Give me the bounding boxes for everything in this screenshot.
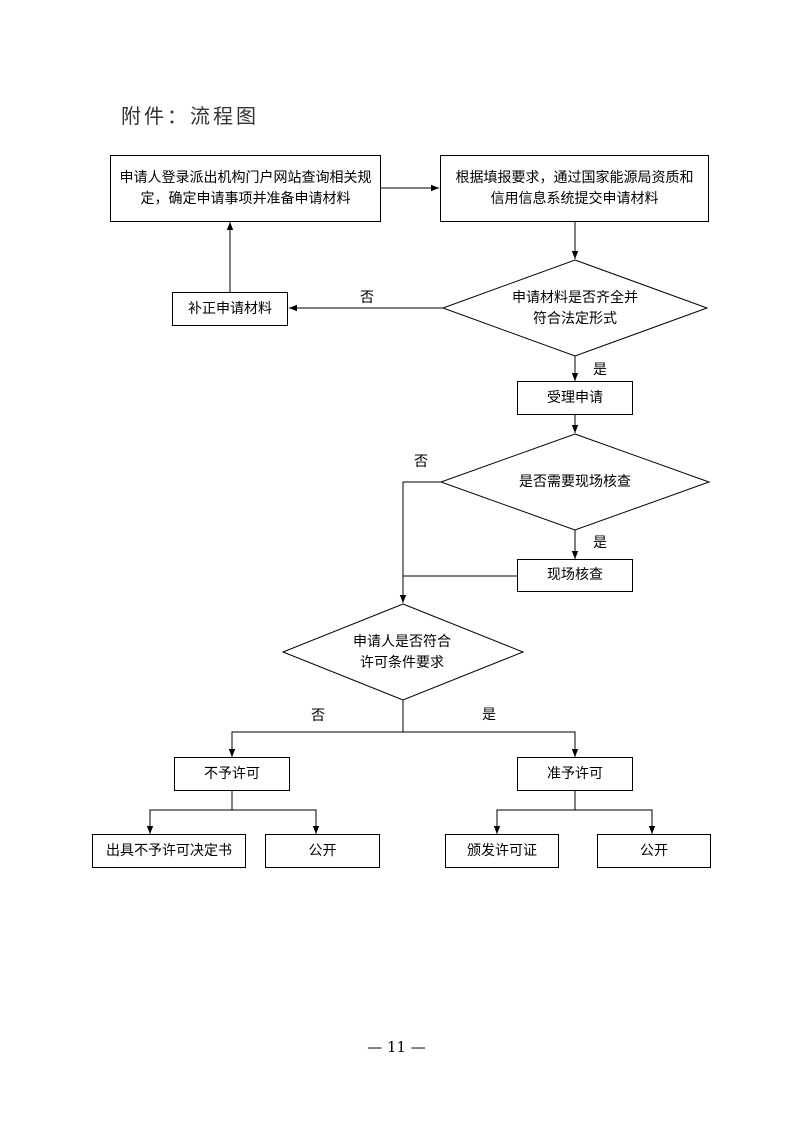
decision-materials-complete-text: 申请材料是否齐全并符合法定形式 bbox=[512, 290, 638, 327]
decision-need-inspection-text: 是否需要现场核查 bbox=[519, 473, 631, 490]
decision-need-inspection: 是否需要现场核查 bbox=[495, 470, 655, 494]
node-accept-application-text: 受理申请 bbox=[547, 389, 603, 406]
page-heading: 附件：流程图 bbox=[121, 104, 259, 128]
node-accept-application: 受理申请 bbox=[517, 381, 633, 415]
node-approve-permit: 准予许可 bbox=[517, 757, 633, 791]
decision-meets-conditions: 申请人是否符合许可条件要求 bbox=[349, 631, 455, 675]
node-deny-decision: 出具不予许可决定书 bbox=[92, 834, 246, 868]
label-yes-materials: 是 bbox=[593, 362, 607, 378]
node-approve-permit-text: 准予许可 bbox=[547, 765, 603, 782]
node-submit-application-text: 根据填报要求，通过国家能源局资质和信用信息系统提交申请材料 bbox=[455, 169, 694, 207]
node-deny-permit: 不予许可 bbox=[174, 757, 290, 791]
node-publish-left-text: 公开 bbox=[308, 842, 337, 859]
node-deny-permit-text: 不予许可 bbox=[204, 765, 260, 782]
node-supplement-materials-text: 补正申请材料 bbox=[188, 300, 272, 317]
decision-materials-complete: 申请材料是否齐全并符合法定形式 bbox=[511, 287, 639, 331]
node-issue-license: 颁发许可证 bbox=[445, 834, 559, 868]
node-issue-license-text: 颁发许可证 bbox=[467, 842, 537, 859]
node-deny-decision-text: 出具不予许可决定书 bbox=[106, 842, 232, 859]
decision-meets-conditions-text: 申请人是否符合许可条件要求 bbox=[353, 634, 451, 671]
node-supplement-materials: 补正申请材料 bbox=[172, 292, 288, 326]
node-publish-right: 公开 bbox=[597, 834, 711, 868]
node-publish-left: 公开 bbox=[265, 834, 380, 868]
label-yes-conditions: 是 bbox=[482, 707, 496, 723]
label-no-inspection: 否 bbox=[414, 454, 428, 470]
node-login-query: 申请人登录派出机构门户网站查询相关规定，确定申请事项并准备申请材料 bbox=[110, 155, 381, 222]
node-submit-application: 根据填报要求，通过国家能源局资质和信用信息系统提交申请材料 bbox=[440, 155, 709, 222]
node-publish-right-text: 公开 bbox=[640, 842, 668, 859]
node-login-query-text: 申请人登录派出机构门户网站查询相关规定，确定申请事项并准备申请材料 bbox=[119, 169, 372, 207]
node-onsite-inspection-text: 现场核查 bbox=[547, 567, 603, 583]
node-onsite-inspection: 现场核查 bbox=[517, 559, 633, 592]
label-no-conditions: 否 bbox=[311, 708, 325, 724]
label-yes-inspection: 是 bbox=[593, 535, 607, 551]
page-number: — 11 — bbox=[367, 1038, 426, 1056]
label-no-materials: 否 bbox=[360, 290, 374, 306]
